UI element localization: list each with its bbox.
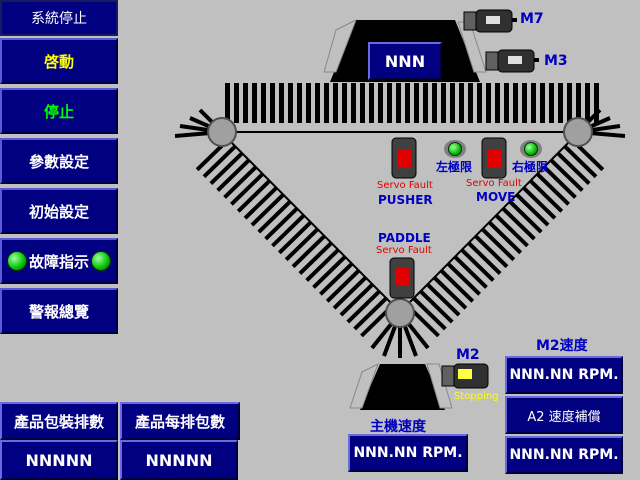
m2-label: M2 xyxy=(456,347,480,363)
right-roller xyxy=(563,117,593,147)
right-limit-label: 右極限 xyxy=(512,160,549,174)
m3-motor-icon xyxy=(485,49,539,73)
bag-rows-label: 產品包裝排數 xyxy=(0,402,118,440)
per-row-value[interactable]: NNNNN xyxy=(120,440,238,480)
m2-motor-icon xyxy=(441,363,489,389)
top-display[interactable]: NNN xyxy=(368,42,442,80)
main-speed-title: 主機速度 xyxy=(370,419,426,435)
bottom-roller xyxy=(385,298,415,328)
left-limit-label: 左極限 xyxy=(436,160,473,174)
move-servo-icon xyxy=(481,137,507,179)
alarm-button[interactable]: 警報總覽 xyxy=(0,288,118,334)
m2-speed-value[interactable]: NNN.NN RPM. xyxy=(505,356,623,394)
fault-button[interactable]: 故障指示 xyxy=(0,238,118,284)
right-conveyor xyxy=(370,108,626,358)
start-button[interactable]: 啓動 xyxy=(0,38,118,84)
m7-label: M7 xyxy=(520,11,544,27)
system-status: 系統停止 xyxy=(0,0,118,36)
paddle-label: PADDLE xyxy=(378,231,431,245)
m2-speed-title: M2速度 xyxy=(536,338,588,354)
right-limit-lamp-icon xyxy=(520,140,542,158)
pusher-label: PUSHER xyxy=(378,193,433,207)
bag-rows-value[interactable]: NNNNN xyxy=(0,440,118,480)
m7-motor-icon xyxy=(463,9,517,33)
left-conveyor xyxy=(174,108,395,338)
paddle-fault: Servo Fault xyxy=(376,245,432,256)
pusher-fault: Servo Fault xyxy=(377,180,433,191)
main-speed-value[interactable]: NNN.NN RPM. xyxy=(348,434,468,472)
top-conveyor xyxy=(221,83,601,123)
a2-speed-comp-value[interactable]: NNN.NN RPM. xyxy=(505,436,623,474)
m2-status: Stopping xyxy=(454,391,499,402)
per-row-label: 產品每排包數 xyxy=(120,402,240,440)
m3-label: M3 xyxy=(544,53,568,69)
stop-button[interactable]: 停止 xyxy=(0,88,118,134)
fault-label: 故障指示 xyxy=(28,252,89,271)
paddle-servo-icon xyxy=(389,257,415,299)
move-fault: Servo Fault xyxy=(466,178,522,189)
a2-speed-comp-button[interactable]: A2 速度補償 xyxy=(505,396,623,434)
init-button[interactable]: 初始設定 xyxy=(0,188,118,234)
bottom-hopper xyxy=(349,362,453,410)
move-label: MOVE xyxy=(476,190,516,204)
fault-led-right-icon xyxy=(91,251,111,271)
params-button[interactable]: 參數設定 xyxy=(0,138,118,184)
pusher-servo-icon xyxy=(391,137,417,179)
left-limit-lamp-icon xyxy=(444,140,466,158)
fault-led-left-icon xyxy=(6,251,27,271)
left-roller xyxy=(207,117,237,147)
